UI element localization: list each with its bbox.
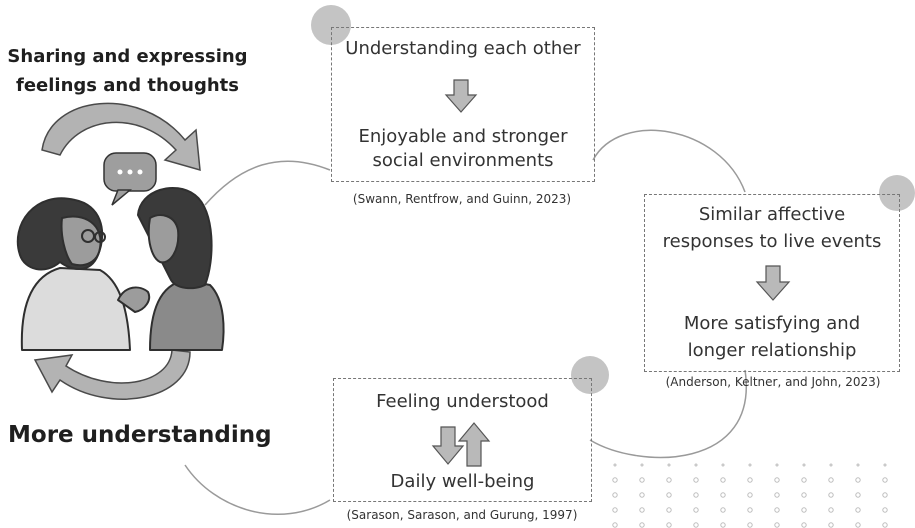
dot xyxy=(883,463,887,467)
dot xyxy=(747,507,753,513)
dot xyxy=(666,477,672,483)
dot xyxy=(882,522,888,528)
dot xyxy=(801,507,807,513)
dot xyxy=(828,477,834,483)
dot xyxy=(801,492,807,498)
connector-curve-box1-to-box2 xyxy=(592,129,746,193)
dot xyxy=(666,492,672,498)
box2-line1: Similar affective xyxy=(698,204,846,225)
dot xyxy=(666,522,672,528)
dot xyxy=(639,492,645,498)
dot xyxy=(774,522,780,528)
dot xyxy=(775,463,779,467)
dot xyxy=(748,463,752,467)
dot xyxy=(667,463,671,467)
dot xyxy=(828,492,834,498)
dot xyxy=(721,463,725,467)
dot xyxy=(720,492,726,498)
box2-line4: longer relationship xyxy=(687,340,857,361)
box-affective-responses: Similar affective responses to live even… xyxy=(644,194,900,372)
cycle-arrow-top-icon xyxy=(41,102,201,172)
box2-line3: More satisfying and xyxy=(683,313,861,334)
dot xyxy=(720,477,726,483)
down-arrow-box2-icon xyxy=(755,265,791,301)
decorative-circle-box3 xyxy=(571,356,609,394)
dot xyxy=(693,477,699,483)
box1-line3: social environments xyxy=(372,150,554,171)
dot xyxy=(855,507,861,513)
box2-citation: (Anderson, Keltner, and John, 2023) xyxy=(665,375,881,389)
top-heading-line1: Sharing and expressing xyxy=(7,46,248,67)
dot xyxy=(612,522,618,528)
down-arrow-box3-icon xyxy=(431,426,465,465)
dot xyxy=(720,507,726,513)
dot xyxy=(855,492,861,498)
dot xyxy=(747,477,753,483)
dot-grid-decoration xyxy=(612,463,888,528)
box1-citation: (Swann, Rentfrow, and Guinn, 2023) xyxy=(352,192,572,206)
dot xyxy=(693,507,699,513)
dot xyxy=(693,492,699,498)
dot xyxy=(829,463,833,467)
dot xyxy=(856,463,860,467)
dot xyxy=(747,492,753,498)
dot xyxy=(640,463,644,467)
connector-curve-box2-to-box3 xyxy=(589,369,748,459)
dot xyxy=(855,477,861,483)
speech-bubble-icon xyxy=(103,152,157,206)
dot xyxy=(639,477,645,483)
dot xyxy=(639,522,645,528)
dot xyxy=(828,522,834,528)
top-heading: Sharing and expressing feelings and thou… xyxy=(0,42,255,100)
dot xyxy=(882,507,888,513)
dot xyxy=(720,522,726,528)
dot xyxy=(693,522,699,528)
dot xyxy=(882,492,888,498)
dot xyxy=(774,477,780,483)
dot xyxy=(774,492,780,498)
connector-curve-box3-to-left xyxy=(184,464,331,515)
box2-line2: responses to live events xyxy=(662,231,882,252)
dot xyxy=(666,507,672,513)
dot xyxy=(612,492,618,498)
connector-curve-left-to-box1 xyxy=(204,160,331,206)
box-feeling-understood: Feeling understood Daily well-being xyxy=(333,378,592,502)
dot xyxy=(855,522,861,528)
dot xyxy=(613,463,617,467)
dot xyxy=(801,522,807,528)
bottom-heading: More understanding xyxy=(8,422,272,448)
dot xyxy=(802,463,806,467)
box3-line1: Feeling understood xyxy=(376,391,549,412)
dot xyxy=(801,477,807,483)
decorative-circle-box1 xyxy=(311,5,351,45)
box-understanding: Understanding each other Enjoyable and s… xyxy=(331,27,595,182)
box3-citation: (Sarason, Sarason, and Gurung, 1997) xyxy=(346,508,578,522)
box1-line2: Enjoyable and stronger xyxy=(358,126,568,147)
dot xyxy=(828,507,834,513)
box3-line2: Daily well-being xyxy=(390,471,535,492)
decorative-circle-box2 xyxy=(879,175,915,211)
dot xyxy=(774,507,780,513)
box1-line1: Understanding each other xyxy=(345,38,581,59)
dot xyxy=(639,507,645,513)
up-arrow-box3-icon xyxy=(457,422,491,467)
dot xyxy=(882,477,888,483)
dot xyxy=(612,507,618,513)
cycle-arrow-bottom-icon xyxy=(33,349,191,400)
two-people-conversation-icon xyxy=(16,186,225,351)
top-heading-line2: feelings and thoughts xyxy=(16,75,239,96)
dot xyxy=(694,463,698,467)
dot xyxy=(747,522,753,528)
down-arrow-box1-icon xyxy=(444,79,478,113)
dot xyxy=(612,477,618,483)
